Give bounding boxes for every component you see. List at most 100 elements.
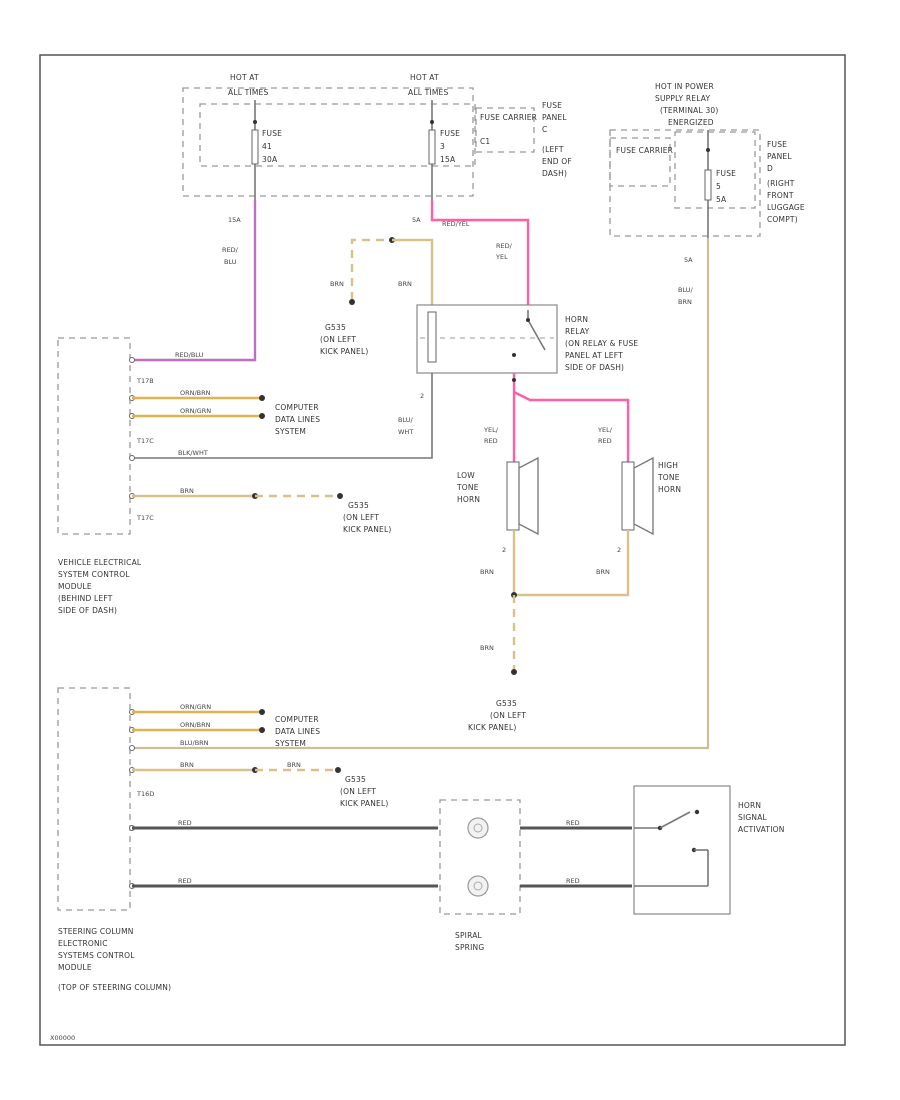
hot-relay-l2: SUPPLY RELAY bbox=[655, 94, 710, 103]
wire-yel-red-low-l1: YEL/ bbox=[483, 426, 499, 434]
wire-yel-red-high bbox=[513, 390, 630, 462]
hot-relay-l4: ENERGIZED bbox=[668, 118, 714, 127]
fuse-panel-c-l3: C bbox=[542, 125, 547, 134]
ground-g3-l1: G535 bbox=[496, 699, 517, 708]
ground-g2-l2: (ON LEFT bbox=[343, 513, 379, 522]
module1-wire-1: RED/BLU bbox=[175, 351, 204, 359]
diagram-frame bbox=[39, 54, 846, 1046]
pin-2-b: 2 bbox=[502, 546, 506, 554]
ground-g1-l3: KICK PANEL) bbox=[320, 347, 369, 356]
amp-5a: 5A bbox=[412, 216, 421, 224]
computer-data-1-l3: SYSTEM bbox=[275, 427, 306, 436]
module2-pin-t16d: T16D bbox=[136, 790, 154, 798]
ground-g2-l3: KICK PANEL) bbox=[343, 525, 392, 534]
module2-wire-6: RED bbox=[178, 819, 192, 827]
fuse-panel-c-l1: FUSE bbox=[542, 101, 562, 110]
horn-relay-l1: HORN bbox=[565, 315, 588, 324]
pin-2-c: 2 bbox=[617, 546, 621, 554]
computer-data-2-l1: COMPUTER bbox=[275, 715, 319, 724]
wire-red-blu bbox=[132, 200, 257, 362]
ground-g4-l3: KICK PANEL) bbox=[340, 799, 389, 808]
low-horn-l2: TONE bbox=[456, 483, 479, 492]
wire-blu-wht bbox=[132, 373, 433, 459]
fuse-panel-d-l2: PANEL bbox=[767, 152, 792, 161]
ground-g4-l2: (ON LEFT bbox=[340, 787, 376, 796]
module2-wire-5: BRN bbox=[287, 761, 301, 769]
wire-red-blu-lbl-2: BLU bbox=[224, 258, 237, 266]
hot-at-label-2: HOT AT bbox=[410, 73, 439, 82]
wire-brn-a: BRN bbox=[330, 280, 344, 288]
high-horn-l2: TONE bbox=[657, 473, 680, 482]
wire-brn-high bbox=[514, 530, 630, 597]
fuse-panel-c-l5: END OF bbox=[542, 157, 572, 166]
hot-relay-l1: HOT IN POWER bbox=[655, 82, 714, 91]
vehicle-electrical-control-module: T17B T17C T17C RED/BLU ORN/BRN ORN/GRN B… bbox=[57, 337, 392, 615]
module1-label-l2: SYSTEM CONTROL bbox=[58, 570, 130, 579]
fuse-panel-c: HOT AT ALL TIMES HOT AT ALL TIMES FUSE 4… bbox=[182, 73, 572, 200]
fuse-panel-d-l1: FUSE bbox=[767, 140, 787, 149]
module1-wire-4: BLK/WHT bbox=[178, 449, 208, 457]
wire-brn-high-lbl: BRN bbox=[596, 568, 610, 576]
fuse-5-amp: 5A bbox=[716, 195, 727, 204]
fuse-3-label: FUSE bbox=[440, 129, 460, 138]
module1-pin-t17c-a: T17C bbox=[136, 437, 154, 445]
fuse-panel-d-l7: COMPT) bbox=[767, 215, 798, 224]
wire-red-yel-top: RED/YEL bbox=[442, 220, 470, 228]
fuse-5-label: FUSE bbox=[716, 169, 736, 178]
low-tone-horn: LOW TONE HORN bbox=[456, 456, 539, 536]
hot-at-sub-1: ALL TIMES bbox=[228, 88, 268, 97]
amp-5a-right: 5A bbox=[684, 256, 693, 264]
fuse-panel-d-l6: LUGGAGE bbox=[767, 203, 805, 212]
module2-wire-2: ORN/BRN bbox=[180, 721, 211, 729]
fuse-41-amp: 30A bbox=[262, 155, 278, 164]
ground-g4-l1: G535 bbox=[345, 775, 366, 784]
wire-blu-brn bbox=[132, 238, 710, 750]
horn-relay-l5: SIDE OF DASH) bbox=[565, 363, 624, 372]
ground-g1-l2: (ON LEFT bbox=[320, 335, 356, 344]
spiral-spring-l2: SPRING bbox=[455, 943, 484, 952]
horn-switch-l2: SIGNAL bbox=[738, 813, 768, 822]
fuse-carrier-c-label: FUSE CARRIER bbox=[480, 113, 537, 122]
horn-relay-l2: RELAY bbox=[565, 327, 590, 336]
wire-brn-relay bbox=[392, 238, 434, 305]
fuse-panel-d-l4: (RIGHT bbox=[767, 179, 795, 188]
horn-relay-l3: (ON RELAY & FUSE bbox=[565, 339, 638, 348]
module2-wire-1: ORN/GRN bbox=[180, 703, 211, 711]
module1-pin-t17c-b: T17C bbox=[136, 514, 154, 522]
steering-column-control-module: T16D ORN/GRN ORN/BRN BLU/BRN BRN BRN COM… bbox=[57, 687, 389, 992]
high-tone-horn: HIGH TONE HORN bbox=[621, 456, 681, 536]
pin-2-a: 2 bbox=[420, 392, 424, 400]
wire-yel-red-high-l2: RED bbox=[598, 437, 612, 445]
high-horn-l3: HORN bbox=[658, 485, 681, 494]
wire-red-yel-l2: YEL bbox=[495, 253, 508, 261]
spiral-spring: SPIRAL SPRING bbox=[439, 799, 521, 952]
wire-brn-b: BRN bbox=[398, 280, 412, 288]
wire-red-right-1: RED bbox=[566, 819, 580, 827]
hot-at-label-1: HOT AT bbox=[230, 73, 259, 82]
module1-wire-5: BRN bbox=[180, 487, 194, 495]
module2-label-l5: (TOP OF STEERING COLUMN) bbox=[58, 983, 171, 992]
module1-pin-t17b: T17B bbox=[136, 377, 154, 385]
module1-label-l4: (BEHIND LEFT bbox=[58, 594, 113, 603]
wire-yel-red-high-l1: YEL/ bbox=[597, 426, 613, 434]
low-horn-l1: LOW bbox=[457, 471, 475, 480]
hot-at-sub-2: ALL TIMES bbox=[408, 88, 448, 97]
module1-label-l1: VEHICLE ELECTRICAL bbox=[58, 558, 142, 567]
high-horn-l1: HIGH bbox=[658, 461, 678, 470]
ground-g3-l2: (ON LEFT bbox=[490, 711, 526, 720]
computer-data-1-l2: DATA LINES bbox=[275, 415, 320, 424]
low-horn-l3: HORN bbox=[457, 495, 480, 504]
wire-red-yel-l1: RED/ bbox=[496, 242, 513, 250]
fuse-panel-c-l2: PANEL bbox=[542, 113, 567, 122]
fuse-panel-d-l3: D bbox=[767, 164, 773, 173]
wire-red-yel bbox=[430, 200, 530, 305]
wire-brn-low-lbl: BRN bbox=[480, 568, 494, 576]
fuse-panel-d: HOT IN POWER SUPPLY RELAY (TERMINAL 30) … bbox=[609, 82, 805, 238]
ground-g2-l1: G535 bbox=[348, 501, 369, 510]
module1-wire-3: ORN/GRN bbox=[180, 407, 211, 415]
module1-label-l3: MODULE bbox=[58, 582, 92, 591]
wire-blu-brn-l2: BRN bbox=[678, 298, 692, 306]
module1-label-l5: SIDE OF DASH) bbox=[58, 606, 117, 615]
wire-brn-g1-a bbox=[350, 238, 392, 300]
